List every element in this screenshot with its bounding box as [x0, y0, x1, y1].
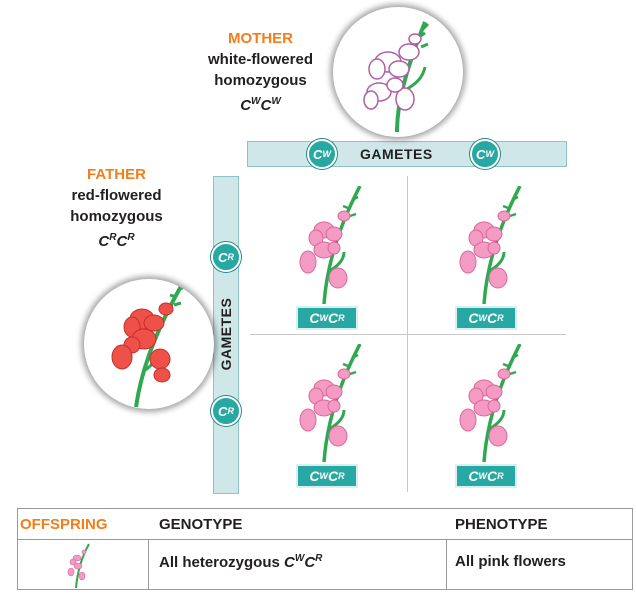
red-snapdragon-icon [111, 279, 188, 408]
punnett-cell-3 [282, 343, 382, 494]
father-title: FATHER [87, 166, 146, 183]
genotype-header: GENOTYPE [159, 516, 243, 533]
punnett-cell-1 [282, 185, 382, 336]
white-snapdragon-icon [363, 21, 430, 133]
father-zygosity: homozygous [70, 208, 163, 225]
mother-gametes-label: GAMETES [360, 146, 433, 162]
genotype-value: All heterozygous CWCR [159, 553, 323, 571]
punnett-cell-4 [442, 343, 542, 494]
pink-snapdragon-icon [299, 343, 362, 463]
father-flower-circle [84, 279, 214, 409]
mother-gametes-bar [247, 141, 567, 167]
table-col-divider-2 [446, 540, 447, 590]
punnett-cell-2 [442, 185, 542, 336]
table-row-divider [18, 539, 632, 540]
punnett-horizontal-divider [250, 334, 566, 335]
father-gametes-label: GAMETES [218, 297, 234, 371]
pink-snapdragon-icon [299, 185, 362, 305]
phenotype-header: PHENOTYPE [455, 516, 548, 533]
pink-snapdragon-icon [459, 343, 522, 463]
mother-flower-circle [333, 7, 463, 137]
father-phenotype: red-flowered [71, 187, 162, 204]
pink-snapdragon-icon [459, 185, 522, 305]
offspring-summary-table: OFFSPRING GENOTYPE PHENOTYPE All heteroz… [17, 508, 633, 590]
table-col-divider-1 [148, 540, 149, 590]
offspring-header: OFFSPRING [20, 516, 108, 533]
mother-genotype: CWCW [240, 96, 281, 114]
mother-label: MOTHER white-flowered homozygous CWCW [188, 28, 333, 116]
phenotype-value: All pink flowers [455, 553, 566, 570]
father-genotype: CRCR [98, 232, 135, 250]
mother-title: MOTHER [228, 30, 293, 47]
pink-snapdragon-icon [67, 543, 90, 589]
mother-zygosity: homozygous [214, 72, 307, 89]
mother-phenotype: white-flowered [207, 51, 313, 68]
offspring-flower-icon-cell [64, 542, 94, 589]
father-label: FATHER red-flowered homozygous CRCR [44, 164, 189, 252]
